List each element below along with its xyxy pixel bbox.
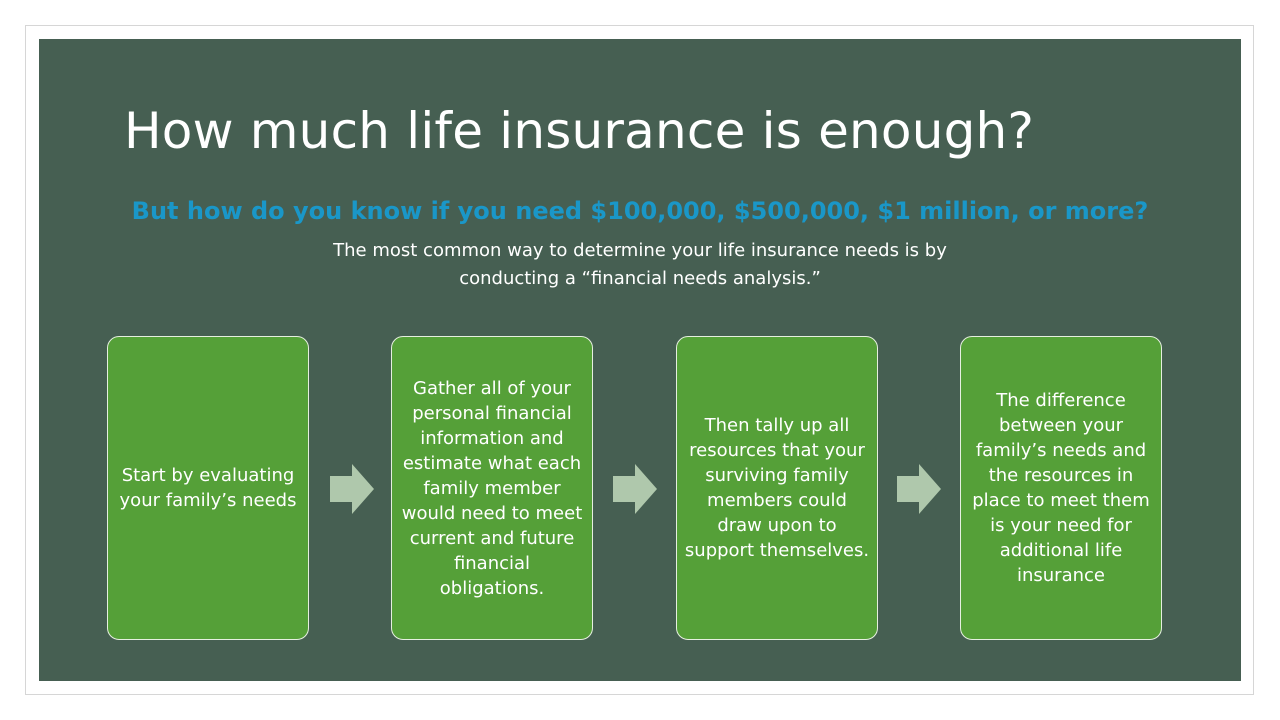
slide-description: The most common way to determine your li… [39, 237, 1241, 293]
slide: How much life insurance is enough? But h… [39, 39, 1241, 681]
slide-title: How much life insurance is enough? [124, 102, 1035, 160]
description-line: The most common way to determine your li… [333, 240, 947, 261]
step-box-2: Gather all of your personal financial in… [391, 336, 593, 640]
step-box-4: The difference between your family’s nee… [960, 336, 1162, 640]
step-box-3: Then tally up all resources that your su… [676, 336, 878, 640]
step-box-1: Start by evaluating your family’s needs [107, 336, 309, 640]
right-arrow-icon [897, 464, 941, 514]
slide-question: But how do you know if you need $100,000… [131, 197, 1149, 225]
right-arrow-icon [613, 464, 657, 514]
right-arrow-icon [330, 464, 374, 514]
description-line: conducting a “financial needs analysis.” [459, 268, 821, 289]
